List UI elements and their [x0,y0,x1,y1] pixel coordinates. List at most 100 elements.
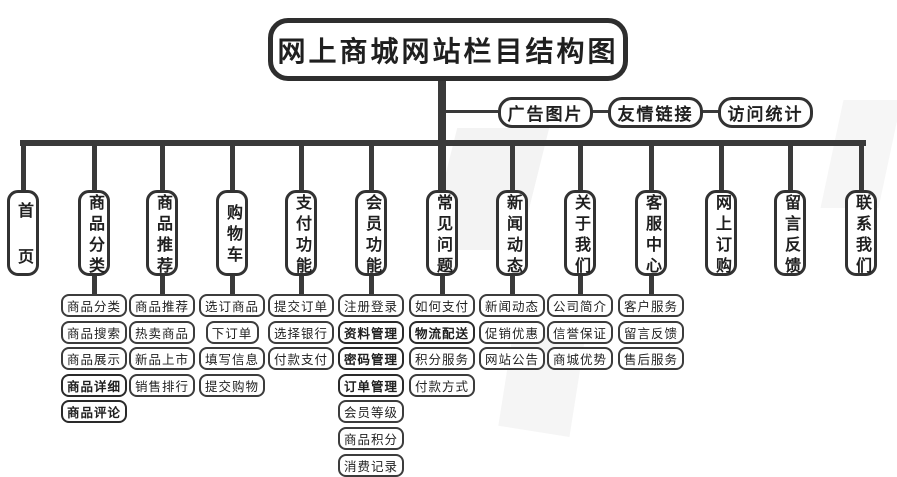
node-label: 消费记录 [343,460,398,474]
node-label: 资料管理 [343,327,398,341]
node-label: 填写信息 [204,353,259,367]
connector-sub-drop [159,275,165,295]
node-section: 常见问题 [426,190,458,278]
node-label: 网上订购 [713,193,730,278]
node-label: 客服中心 [643,193,660,278]
node-subsection: 新品上市 [129,347,195,370]
node-label: 访问统计 [727,105,804,124]
node-subsection: 会员等级 [338,400,404,423]
node-section: 商品分类 [78,190,110,278]
node-section: 购物车 [216,190,248,276]
node-section: 网上订购 [705,190,737,278]
node-label: 留言反馈 [782,193,799,278]
connector-sub-drop [298,275,304,295]
node-label: 新闻动态 [484,300,539,314]
connector-column-drop [787,144,793,191]
node-label: 关于我们 [572,193,589,278]
node-label: 网站公告 [484,353,539,367]
node-subsection: 公司简介 [547,294,613,317]
node-subsection: 商品推荐 [129,294,195,317]
node-label: 首页 [15,202,32,294]
node-label: 商品展示 [66,353,121,367]
node-label: 售后服务 [623,353,678,367]
connector-column-drop [858,144,864,191]
node-label: 会员功能 [363,193,380,278]
node-subsection: 留言反馈 [618,321,684,344]
node-subsection: 售后服务 [618,347,684,370]
connector-sub-drop [229,275,235,295]
node-subsection: 商城优势 [547,347,613,370]
node-subsection: 填写信息 [199,347,265,370]
connector-sub-drop [648,275,654,295]
node-label: 下订单 [211,327,253,341]
node-subsection: 付款支付 [268,347,334,370]
node-label: 信誉保证 [552,327,607,341]
node-section: 新闻动态 [496,190,528,278]
connector-link-join [702,110,719,113]
diagram-title-box: 网上商城网站栏目结构图 [268,18,628,81]
node-label: 促销优惠 [484,327,539,341]
connector-column-drop [298,144,304,191]
node-label: 公司简介 [552,300,607,314]
connector-trunk [438,79,446,192]
node-label: 友情链接 [617,105,694,124]
node-section: 首页 [7,190,39,294]
connector-column-drop [577,144,583,191]
node-label: 商品评论 [66,406,121,420]
node-ad-images: 广告图片 [498,97,593,128]
node-label: 商品分类 [86,193,103,278]
node-subsection: 资料管理 [338,321,404,344]
node-section: 关于我们 [564,190,596,278]
connector-column-drop [159,144,165,191]
node-label: 支付功能 [293,193,310,278]
node-label: 提交订单 [273,300,328,314]
node-label: 注册登录 [343,300,398,314]
connector-link-join [592,110,609,113]
node-label: 会员等级 [343,406,398,420]
node-subsection: 销售排行 [129,374,195,397]
node-label: 提交购物 [204,380,259,394]
node-subsection: 信誉保证 [547,321,613,344]
node-label: 付款支付 [273,353,328,367]
node-subsection: 客户服务 [618,294,684,317]
connector-column-drop [718,144,724,191]
node-subsection: 提交购物 [199,374,265,397]
node-section: 客服中心 [635,190,667,278]
node-subsection: 选订商品 [199,294,265,317]
node-label: 联系我们 [853,193,870,278]
node-label: 商品积分 [343,433,398,447]
connector-main-horizontal [20,140,866,146]
node-subsection: 注册登录 [338,294,404,317]
connector-column-drop [439,144,445,191]
node-label: 留言反馈 [623,327,678,341]
node-label: 商品推荐 [154,193,171,278]
node-label: 积分服务 [414,353,469,367]
node-label: 商品分类 [66,300,121,314]
node-section: 支付功能 [285,190,317,278]
node-friendly-links: 友情链接 [608,97,703,128]
node-subsection: 促销优惠 [479,321,545,344]
node-subsection: 新闻动态 [479,294,545,317]
node-label: 如何支付 [414,300,469,314]
node-label: 新闻动态 [504,193,521,278]
node-label: 订单管理 [343,380,398,394]
node-subsection: 商品分类 [61,294,127,317]
node-label: 商品详细 [66,380,121,394]
connector-sub-drop [439,275,445,295]
connector-top-links-branch [442,110,498,113]
connector-sub-drop [577,275,583,295]
node-section: 会员功能 [355,190,387,278]
connector-sub-drop [509,275,515,295]
node-label: 热卖商品 [134,327,189,341]
diagram-title: 网上商城网站栏目结构图 [277,35,619,67]
node-subsection: 选择银行 [268,321,334,344]
node-visit-stats: 访问统计 [718,97,813,128]
node-subsection: 订单管理 [338,374,404,397]
node-subsection: 商品搜索 [61,321,127,344]
node-label: 密码管理 [343,353,398,367]
node-label: 客户服务 [623,300,678,314]
node-label: 商城优势 [552,353,607,367]
node-subsection: 商品积分 [338,427,404,450]
node-subsection: 商品评论 [61,400,127,423]
